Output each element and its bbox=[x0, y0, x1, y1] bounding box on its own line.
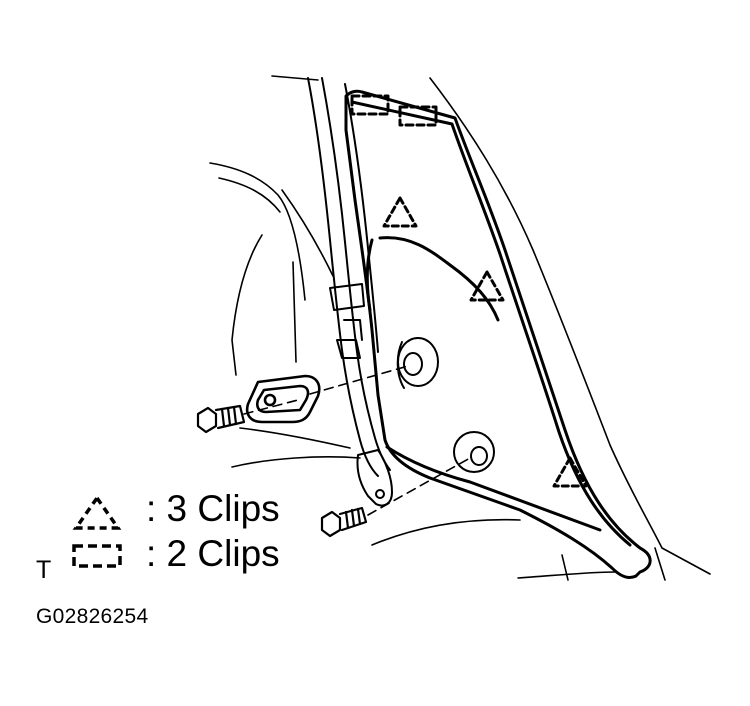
dashed-rectangle-icon bbox=[72, 544, 122, 568]
rect-clip-markers bbox=[350, 94, 438, 127]
lower-bolt bbox=[320, 506, 368, 538]
installation-guide-lines bbox=[243, 365, 471, 516]
seat-belt-strap bbox=[307, 77, 393, 507]
dashed-triangle-icon bbox=[72, 495, 122, 530]
body-panel-lines bbox=[209, 75, 711, 581]
rect-clip-count-label: : 2 Clips bbox=[146, 533, 280, 574]
corner-mark: T bbox=[36, 556, 52, 584]
upper-grommet bbox=[396, 337, 439, 389]
triangle-clip-count-label: : 3 Clips bbox=[146, 488, 280, 529]
lower-grommet bbox=[453, 431, 495, 473]
triangle-clip-markers bbox=[382, 196, 588, 488]
figure-code: G02826254 bbox=[36, 605, 149, 628]
anchor-plate bbox=[245, 374, 321, 424]
pillar-trim-outline bbox=[344, 89, 652, 580]
upper-bolt bbox=[196, 404, 246, 434]
